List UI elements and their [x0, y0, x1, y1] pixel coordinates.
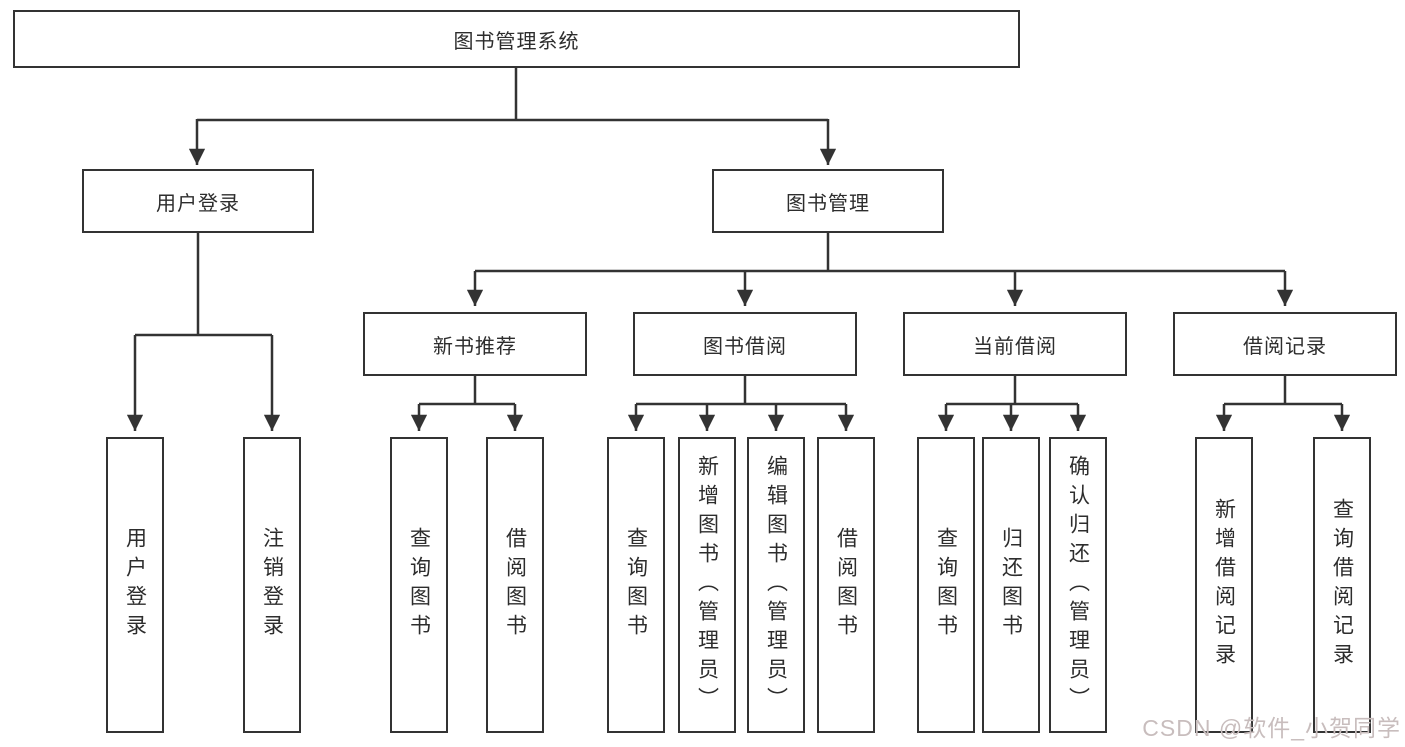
leaf-current-query-books: 查询图书 — [917, 437, 975, 733]
node-new-book-recommend: 新书推荐 — [363, 312, 587, 376]
node-new-book-recommend-label: 新书推荐 — [433, 335, 517, 358]
leaf-return-books-label: 归还图书 — [999, 527, 1023, 643]
leaf-edit-books-admin: 编辑图书（管理员） — [747, 437, 805, 733]
csdn-watermark: CSDN @软件_小贺同学 — [1142, 715, 1401, 741]
node-current-borrow: 当前借阅 — [903, 312, 1127, 376]
leaf-confirm-return-admin-label: 确认归还（管理员） — [1066, 454, 1090, 716]
leaf-add-borrow-record-label: 新增借阅记录 — [1212, 498, 1236, 672]
leaf-borrow-query-books-label: 查询图书 — [624, 527, 648, 643]
node-current-borrow-label: 当前借阅 — [973, 335, 1057, 358]
leaf-newbook-borrow-books: 借阅图书 — [486, 437, 544, 733]
node-book-borrow-label: 图书借阅 — [703, 335, 787, 358]
leaf-logout: 注销登录 — [243, 437, 301, 733]
leaf-add-books-admin: 新增图书（管理员） — [678, 437, 736, 733]
node-book-borrow: 图书借阅 — [633, 312, 857, 376]
leaf-return-books: 归还图书 — [982, 437, 1040, 733]
leaf-user-login-label: 用户登录 — [123, 527, 147, 643]
node-borrow-records-label: 借阅记录 — [1243, 335, 1327, 358]
node-book-management-label: 图书管理 — [786, 192, 870, 215]
node-user-login: 用户登录 — [82, 169, 314, 233]
leaf-newbook-query-books-label: 查询图书 — [407, 527, 431, 643]
leaf-query-borrow-record: 查询借阅记录 — [1313, 437, 1371, 733]
leaf-query-borrow-record-label: 查询借阅记录 — [1330, 498, 1354, 672]
node-user-login-label: 用户登录 — [156, 192, 240, 215]
leaf-add-borrow-record: 新增借阅记录 — [1195, 437, 1253, 733]
node-borrow-records: 借阅记录 — [1173, 312, 1397, 376]
leaf-borrow-books-label: 借阅图书 — [834, 527, 858, 643]
node-book-management: 图书管理 — [712, 169, 944, 233]
leaf-confirm-return-admin: 确认归还（管理员） — [1049, 437, 1107, 733]
leaf-logout-label: 注销登录 — [260, 527, 284, 643]
leaf-add-books-admin-label: 新增图书（管理员） — [695, 454, 719, 716]
leaf-borrow-books: 借阅图书 — [817, 437, 875, 733]
node-root: 图书管理系统 — [13, 10, 1020, 68]
node-root-label: 图书管理系统 — [453, 30, 580, 53]
leaf-current-query-books-label: 查询图书 — [934, 527, 958, 643]
leaf-edit-books-admin-label: 编辑图书（管理员） — [764, 454, 788, 716]
leaf-borrow-query-books: 查询图书 — [607, 437, 665, 733]
leaf-user-login: 用户登录 — [106, 437, 164, 733]
leaf-newbook-query-books: 查询图书 — [390, 437, 448, 733]
leaf-newbook-borrow-books-label: 借阅图书 — [503, 527, 527, 643]
